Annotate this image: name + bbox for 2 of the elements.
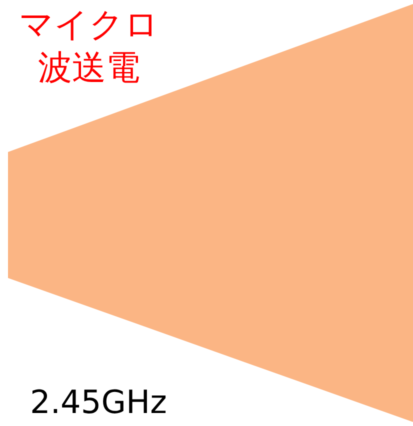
frequency-label: 2.45GHz xyxy=(30,382,168,422)
title-text: マイクロ波送電 xyxy=(18,4,160,89)
